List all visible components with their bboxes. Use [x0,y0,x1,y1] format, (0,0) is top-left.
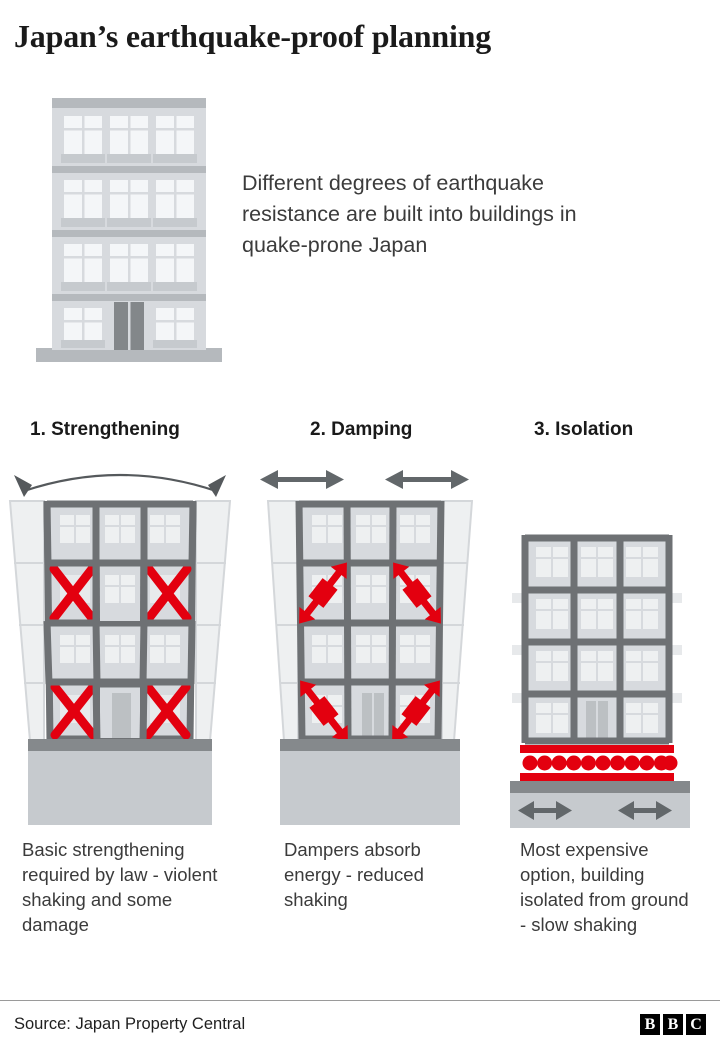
isolation-window-set [536,547,658,741]
damper-row2-left [299,562,347,624]
sway-ghost-outline [8,500,232,742]
damper-row4-left [300,680,348,742]
hero-ground-floor-group [61,302,197,350]
method-heading-strengthening: 1. Strengthening [30,419,180,440]
shake-arrow-right [385,470,469,489]
sway-arc-arrow-icon [14,473,226,497]
shake-arrows-icon [260,470,469,489]
bbc-logo-letter-1: B [640,1014,660,1035]
method-caption-isolation: Most expensive option, building isolated… [520,839,689,935]
isolation-diagram [510,534,690,828]
method-caption-strengthening: Basic strengthening required by law - vi… [22,839,218,935]
shake-arrow-left [260,470,344,489]
foundation-block [280,751,460,825]
ground-slide-arrow-left [518,801,572,820]
intro-section: Different degrees of earthquake resistan… [0,82,720,372]
strengthening-door-bay [92,680,148,742]
intro-text: Different degrees of earthquake resistan… [242,171,577,257]
bbc-logo-letter-2: B [663,1014,683,1035]
structural-frame [521,534,673,745]
method-heading-damping: 2. Damping [310,419,413,440]
foundation-cap [280,739,460,751]
bbc-logo: B B C [640,1014,706,1035]
row3-facade-overlay [43,619,196,686]
base-isolator-bearings-icon [520,745,678,781]
foundation-block [28,751,212,825]
damper-row2-right [393,562,441,624]
bbc-logo-letter-3: C [686,1014,706,1035]
method-heading-isolation: 3. Isolation [534,419,634,440]
top-row-facade-overlay [43,500,197,567]
damping-diagram [260,470,474,825]
hero-window-group-floor1 [61,116,197,163]
ground-slide-arrow-right [618,801,672,820]
method-caption-damping: Dampers absorb energy - reduced shaking [284,839,424,910]
hero-building-illustration [36,98,222,362]
hero-window-group-floor3 [61,244,197,291]
foundation-cap [510,781,690,793]
footer-divider [0,1000,720,1001]
source-credit: Source: Japan Property Central [14,1015,246,1033]
cross-brace-row2 [49,564,192,623]
diagonal-damper-icon-group [299,562,441,742]
strengthening-diagram [8,473,232,825]
damper-row4-right [392,680,440,742]
strengthening-mid-bay-row2 [92,563,148,625]
hero-window-group-floor2 [61,180,197,227]
page-title: Japan’s earthquake-proof planning [14,18,492,54]
ground-slide-arrows-icon [518,801,672,820]
foundation-cap [28,739,212,751]
